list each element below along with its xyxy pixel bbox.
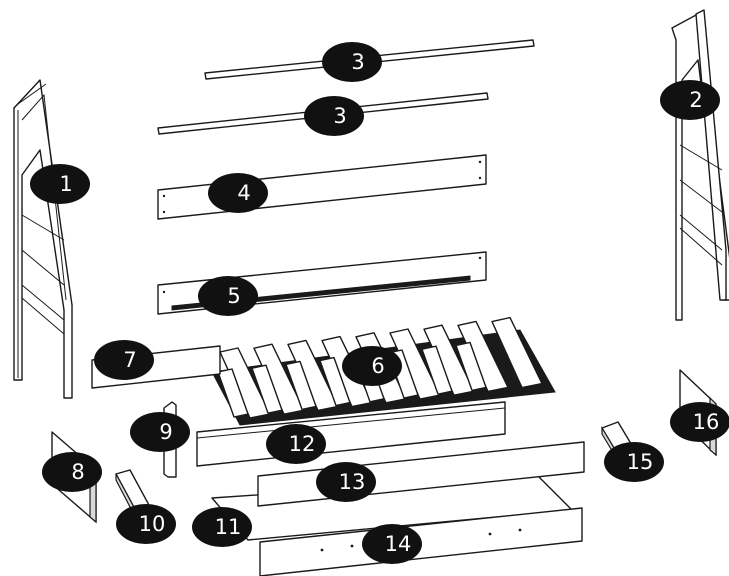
callout-label: 16 [693,410,720,434]
callout-3: 3 [304,96,364,136]
callout-7: 7 [94,340,154,380]
callout-label: 6 [371,354,384,378]
slat [217,368,249,418]
callout-label: 8 [71,460,84,484]
callout-label: 7 [123,348,136,372]
callout-label: 11 [215,515,242,539]
callout-label: 14 [385,532,412,556]
slat [421,345,453,395]
callout-label: 3 [333,104,346,128]
callout-14: 14 [362,524,422,564]
callout-16: 16 [670,402,729,442]
callout-label: 3 [351,50,364,74]
callout-2: 2 [660,80,720,120]
callout-13: 13 [316,462,376,502]
callout-label: 2 [689,88,702,112]
callout-9: 9 [130,412,190,452]
callout-label: 13 [339,470,366,494]
part-2-right-end-frame [671,9,729,321]
slat [285,360,317,411]
callout-label: 15 [627,450,654,474]
slat [455,341,487,392]
callout-10: 10 [116,504,176,544]
callout-1: 1 [30,164,90,204]
slat [319,356,351,407]
callout-label: 1 [59,172,72,196]
slat [251,364,283,414]
part-4-panel [157,154,487,220]
callout-11: 11 [192,507,252,547]
callout-5: 5 [198,276,258,316]
callout-6: 6 [342,346,402,386]
callout-label: 4 [237,181,250,205]
callout-8: 8 [42,452,102,492]
callout-4: 4 [208,173,268,213]
callout-label: 10 [139,512,166,536]
callout-label: 9 [159,420,172,444]
callout-label: 5 [227,284,240,308]
slat [491,316,543,389]
callout-3: 3 [322,42,382,82]
callout-15: 15 [604,442,664,482]
part-1-left-end-frame [13,79,73,399]
callout-12: 12 [266,424,326,464]
callout-label: 12 [289,432,316,456]
